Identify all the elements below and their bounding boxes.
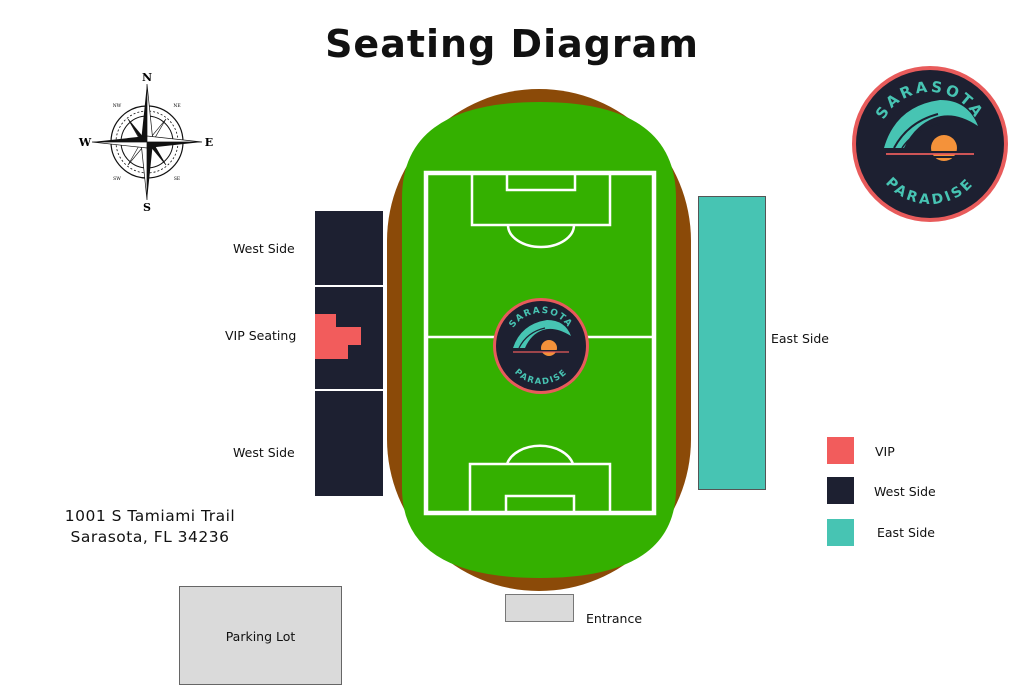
compass-rose-icon: N S W E NE NW SE SW: [78, 71, 213, 214]
center-logo: SARASOTA PARADISE: [493, 298, 589, 394]
legend-label-west: West Side: [874, 484, 936, 499]
compass-east: E: [205, 136, 213, 149]
compass-west: W: [78, 136, 92, 149]
entrance-gate[interactable]: [505, 594, 574, 622]
venue-address: 1001 S Tamiami Trail Sarasota, FL 34236: [40, 506, 260, 548]
east-side-section[interactable]: [698, 196, 766, 490]
legend-label-vip: VIP: [875, 444, 895, 459]
compass-sw: SW: [113, 176, 121, 182]
parking-lot-label: Parking Lot: [225, 629, 296, 644]
legend-swatch-east: [827, 519, 854, 546]
east-side-label: East Side: [771, 331, 829, 346]
west-side-upper-label: West Side: [233, 241, 295, 256]
compass-nw: NW: [113, 103, 122, 109]
legend-swatch-west: [827, 477, 854, 504]
sarasota-paradise-logo: SARASOTA PARADISE: [852, 66, 1008, 222]
legend-swatch-vip: [827, 437, 854, 464]
parking-lot[interactable]: Parking Lot: [179, 586, 342, 685]
compass-ne: NE: [173, 103, 180, 109]
address-line-1: 1001 S Tamiami Trail: [64, 507, 236, 525]
vip-seats[interactable]: [315, 314, 363, 362]
address-line-2: Sarasota, FL 34236: [70, 528, 230, 546]
compass-north: N: [142, 71, 152, 84]
west-side-lower-section[interactable]: [315, 391, 383, 496]
entrance-label: Entrance: [586, 611, 643, 626]
vip-seating-label: VIP Seating: [225, 328, 297, 343]
west-side-lower-label: West Side: [233, 445, 295, 460]
compass-se: SE: [174, 176, 180, 182]
west-side-upper-section[interactable]: [315, 211, 383, 285]
compass-south: S: [143, 201, 151, 214]
page-title: Seating Diagram: [325, 22, 699, 66]
legend-label-east: East Side: [877, 525, 935, 540]
